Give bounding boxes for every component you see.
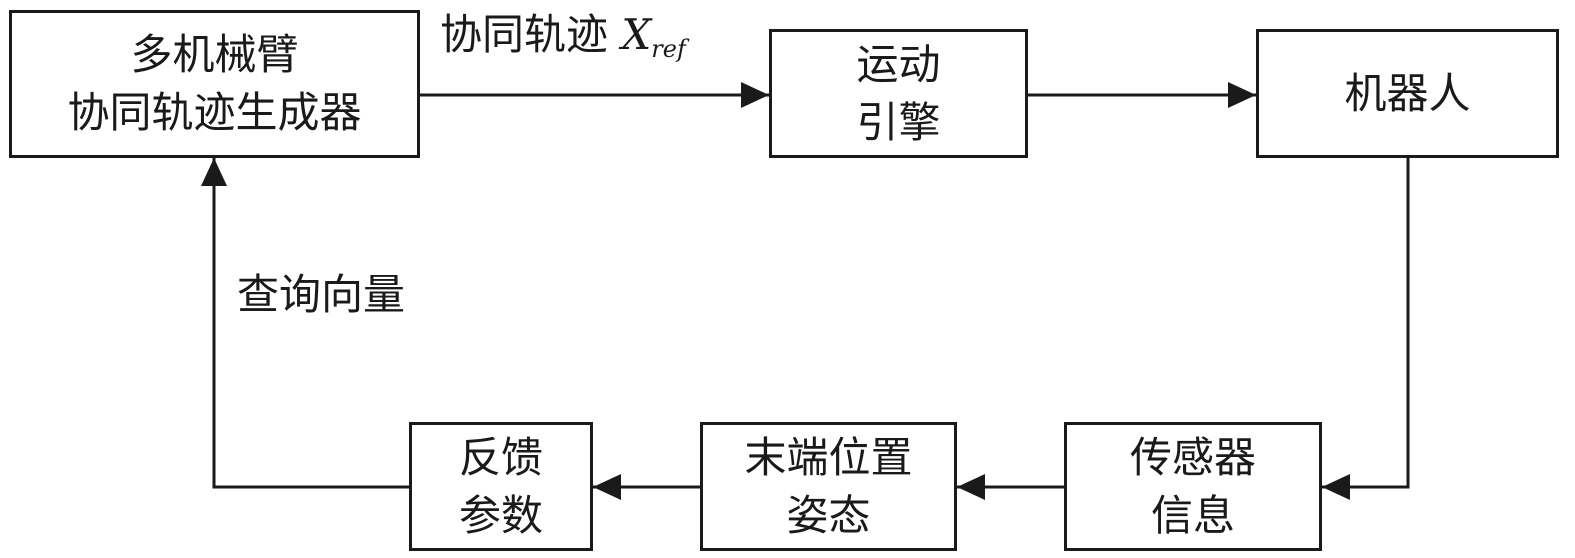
node-end-pose-line2: 姿态: [786, 490, 871, 540]
edge-label-query-text: 查询向量: [237, 270, 406, 319]
node-robot: 机器人: [1256, 29, 1559, 158]
edge-label-trajectory-sub: ref: [651, 35, 686, 63]
node-end-pose: 末端位置 姿态: [700, 422, 957, 551]
node-sensor-info-line1: 传感器: [1129, 432, 1256, 482]
node-motion-engine: 运动 引擎: [769, 29, 1028, 158]
node-feedback-params-line2: 参数: [458, 490, 543, 540]
arrowhead-generator: [201, 158, 227, 186]
edge-label-query: 查询向量: [237, 270, 405, 320]
node-trajectory-generator-line1: 多机械臂: [130, 30, 299, 79]
node-motion-engine-line2: 引擎: [856, 97, 941, 147]
arrowhead-feedback: [593, 474, 621, 500]
node-trajectory-generator-line2: 协同轨迹生成器: [67, 88, 362, 137]
edge-label-trajectory-var: X: [621, 10, 652, 59]
edge-label-trajectory: 协同轨迹 Xref: [440, 10, 686, 74]
arrow-robot-to-sensor: [1322, 158, 1410, 489]
arrowhead-robot: [1228, 82, 1256, 108]
arrowhead-engine: [741, 82, 769, 108]
node-trajectory-generator: 多机械臂 协同轨迹生成器: [9, 10, 420, 158]
node-robot-line1: 机器人: [1344, 68, 1471, 118]
node-sensor-info-line2: 信息: [1150, 490, 1235, 540]
edge-label-trajectory-text: 协同轨迹: [440, 10, 609, 59]
node-feedback-params: 反馈 参数: [409, 422, 593, 551]
arrowhead-sensor: [1322, 474, 1350, 500]
node-end-pose-line1: 末端位置: [744, 432, 913, 482]
node-motion-engine-line1: 运动: [856, 39, 941, 89]
arrow-feedback-to-generator: [212, 158, 409, 489]
node-sensor-info: 传感器 信息: [1064, 422, 1322, 551]
node-feedback-params-line1: 反馈: [458, 432, 543, 482]
arrowhead-pose: [957, 474, 985, 500]
